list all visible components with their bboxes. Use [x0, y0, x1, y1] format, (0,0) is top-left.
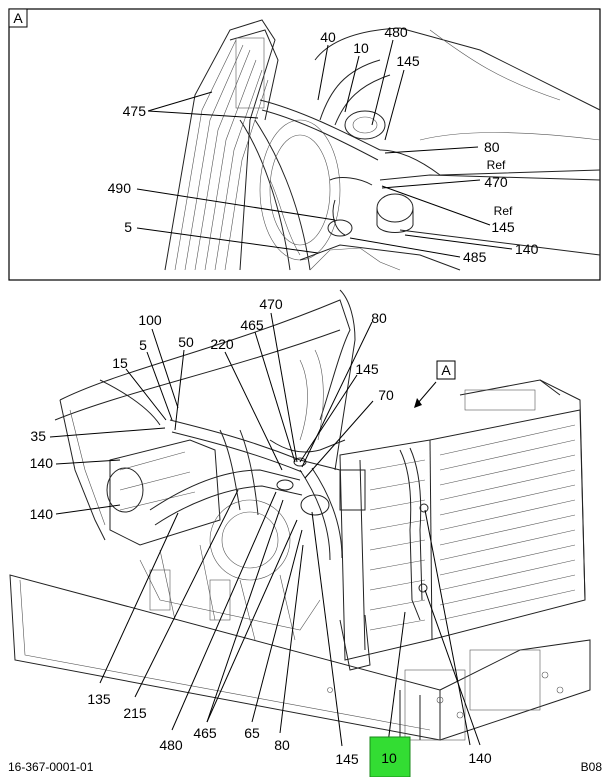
inset-tag-box	[8, 8, 28, 28]
label-80-bottom: 80	[274, 737, 290, 753]
inset-leaders	[136, 39, 513, 258]
label-140-left-2: 140	[30, 506, 54, 522]
view-tag-box	[436, 360, 456, 380]
view-arrow-head	[414, 398, 422, 408]
inset-label-ref-2: Ref	[494, 204, 513, 218]
page-code: B08	[581, 760, 603, 774]
inset-label-40: 40	[320, 29, 336, 45]
main-radiator-drawing	[339, 379, 586, 671]
inset-frame	[8, 8, 601, 281]
label-35: 35	[30, 428, 46, 444]
label-80-top: 80	[371, 310, 387, 326]
label-465-bottom: 465	[193, 725, 217, 741]
label-145-bottom: 145	[335, 751, 359, 767]
label-70: 70	[378, 387, 394, 403]
view-arrow	[417, 381, 437, 404]
label-470: 470	[259, 296, 283, 312]
label-65: 65	[244, 725, 260, 741]
main-view: A	[9, 289, 591, 777]
inset-label-140: 140	[515, 241, 539, 257]
label-15: 15	[112, 355, 128, 371]
label-135: 135	[87, 691, 111, 707]
label-100: 100	[138, 312, 162, 328]
inset-label-485: 485	[463, 249, 487, 265]
label-140-bottom: 140	[468, 750, 492, 766]
drawing-number: 16-367-0001-01	[8, 760, 94, 774]
inset-label-470: 470	[484, 174, 508, 190]
inset-label-5: 5	[124, 219, 132, 235]
inset-label-145-ref: 145	[491, 219, 515, 235]
label-215: 215	[123, 705, 147, 721]
inset-tag: A	[13, 10, 23, 26]
label-5: 5	[139, 337, 147, 353]
inset-radiator-drawing	[164, 19, 341, 271]
main-bumper-drawing	[9, 574, 591, 741]
label-465-top: 465	[240, 317, 264, 333]
label-480: 480	[159, 737, 183, 753]
inset-detail: A	[8, 8, 601, 281]
main-engine-drawing	[106, 419, 366, 641]
inset-label-480: 480	[384, 24, 408, 40]
main-leaders	[49, 312, 481, 747]
label-10-highlighted: 10	[381, 750, 397, 766]
highlight-box	[369, 736, 411, 777]
label-145-top: 145	[355, 361, 379, 377]
inset-label-490: 490	[108, 180, 132, 196]
inset-label-475: 475	[123, 103, 147, 119]
main-cab-drawing	[54, 289, 356, 541]
inset-label-ref-1: Ref	[487, 158, 506, 172]
label-50: 50	[178, 334, 194, 350]
inset-label-80: 80	[484, 139, 500, 155]
inset-label-145: 145	[396, 53, 420, 69]
view-tag: A	[441, 362, 451, 378]
inset-label-10: 10	[353, 40, 369, 56]
label-220: 220	[210, 336, 234, 352]
inset-hose-drawing	[259, 27, 601, 271]
label-140-left-1: 140	[30, 455, 54, 471]
